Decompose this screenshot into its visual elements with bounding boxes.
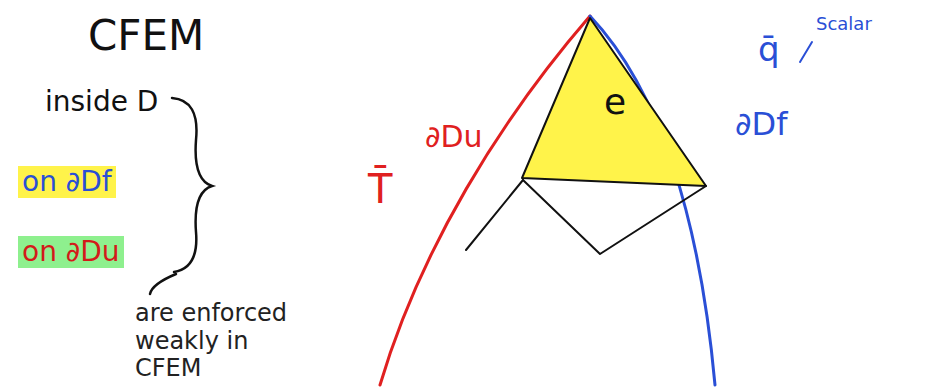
dirichlet-boundary — [380, 16, 590, 385]
separator-slash — [800, 42, 812, 62]
boundary-label: ∂Df — [735, 106, 787, 143]
mesh-line — [466, 180, 523, 250]
mesh-line — [523, 180, 706, 254]
note-text: are enforced weakly in CFEM — [135, 300, 315, 383]
highlighted-condition: on ∂Du — [18, 236, 124, 268]
brace-tail — [150, 274, 176, 294]
boundary-label: ∂Du — [425, 120, 483, 155]
grouping-brace — [172, 98, 212, 272]
mesh-element: e — [520, 14, 710, 189]
highlighted-condition: on ∂Df — [18, 166, 116, 198]
annotation: Scalar — [816, 14, 872, 35]
element-triangle — [522, 18, 706, 186]
note-text: inside D — [45, 86, 158, 118]
element-label: e — [604, 84, 626, 120]
traction-symbol: T̄ — [368, 166, 392, 212]
note-title: CFEM — [88, 12, 204, 60]
flux-symbol: q̄ — [758, 30, 780, 69]
